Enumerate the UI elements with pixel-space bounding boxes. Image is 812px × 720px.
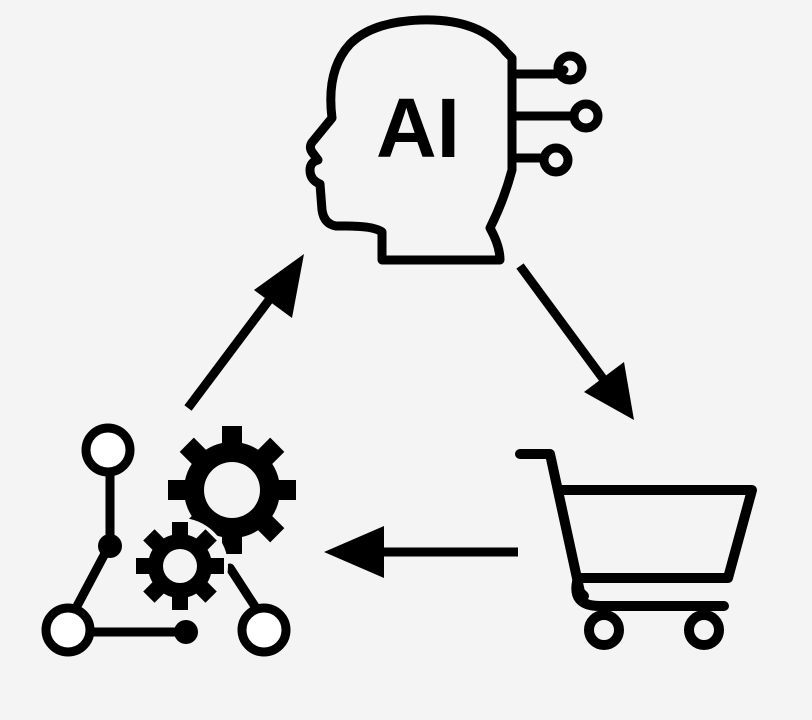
arrow-cart-to-network [324,526,518,578]
cart-wheel-left [584,610,624,650]
network-end-dot [174,620,198,644]
network-gears-icon [41,423,296,657]
arrow-ai-to-cart [516,263,634,420]
shopping-cart-icon [515,449,757,650]
cart-wheel-right [684,610,724,650]
ai-head-icon: AI [305,15,603,265]
cart-basket [555,485,757,583]
network-joint [98,534,122,558]
network-node-top [81,423,135,477]
circuit-traces [507,51,603,177]
head-outline [305,15,517,265]
gear-large-icon [168,426,296,554]
ai-label: AI [376,81,460,175]
gear-small-icon [132,518,228,614]
network-node-bottom-left [41,603,95,657]
cart-base [571,573,729,611]
network-node-bottom-right [237,603,291,657]
arrow-network-to-ai [184,254,304,411]
network-nodes [41,423,291,657]
